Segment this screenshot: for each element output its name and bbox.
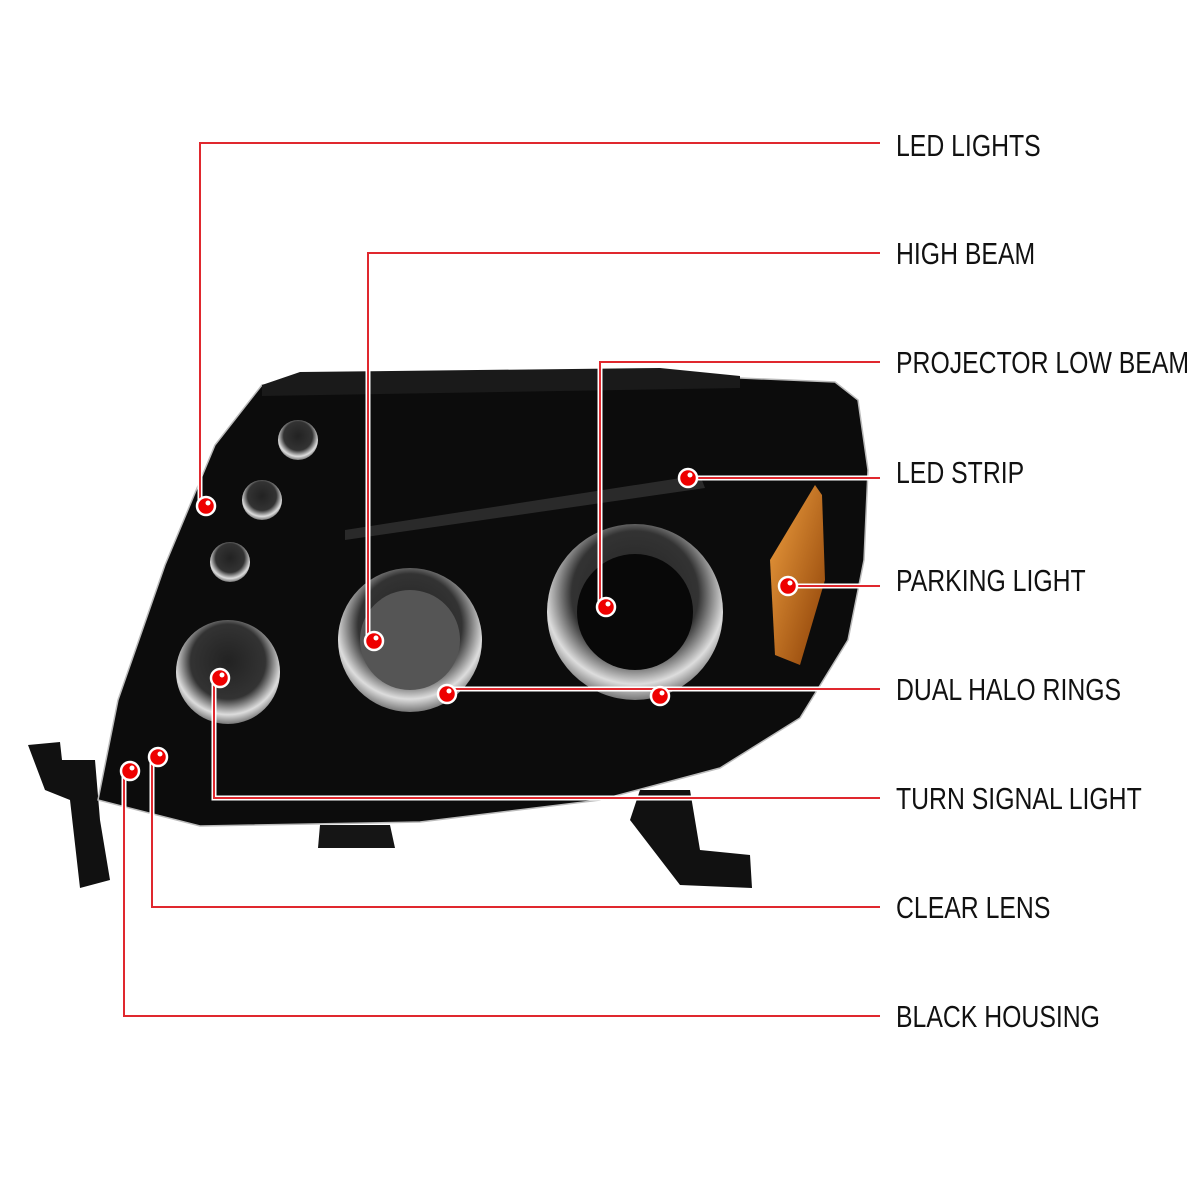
amber-parking-lens xyxy=(770,485,825,665)
callout-label-high-beam: HIGH BEAM xyxy=(896,236,1036,271)
callout-label-parking-light: PARKING LIGHT xyxy=(896,563,1086,598)
callout-label-led-lights: LED LIGHTS xyxy=(896,128,1041,163)
callout-dot-highlight xyxy=(219,672,225,678)
callout-line-outline-projector-low-beam xyxy=(597,359,880,610)
callout-dot-highlight xyxy=(446,688,452,694)
callout-dot-highlight xyxy=(787,580,793,586)
callout-dot-led-lights xyxy=(195,495,217,517)
callout-line-black-housing xyxy=(123,770,880,1017)
callout-dot-led-strip xyxy=(677,467,699,489)
callout-dot-highlight xyxy=(373,635,379,641)
high-beam-reflector xyxy=(360,590,460,690)
callout-line-outline-high-beam xyxy=(365,250,880,644)
callout-dot-projector-low-beam xyxy=(595,596,617,618)
callout-line-outline-led-lights xyxy=(197,140,880,509)
top-flange xyxy=(262,368,740,396)
callout-dot-turn-signal-light xyxy=(209,667,231,689)
projector-lens xyxy=(577,554,693,670)
callout-dot-highlight xyxy=(659,690,665,696)
callout-label-projector-low-beam: PROJECTOR LOW BEAM xyxy=(896,345,1190,380)
led-lights xyxy=(210,420,318,582)
callout-dot-dual-halo-rings xyxy=(436,683,458,705)
callout-label-turn-signal-light: TURN SIGNAL LIGHT xyxy=(896,781,1142,816)
callout-line-high-beam xyxy=(367,252,880,642)
mounting-bracket-left xyxy=(28,742,110,888)
mounting-bracket-right xyxy=(630,790,752,888)
callout-dot-highlight xyxy=(157,751,163,757)
callout-line-projector-low-beam xyxy=(599,361,880,608)
callout-line-clear-lens xyxy=(151,756,880,908)
callout-dot-high-beam xyxy=(363,630,385,652)
led-strip xyxy=(345,475,705,540)
callout-line-outline-turn-signal-light xyxy=(211,675,880,801)
callout-line-turn-signal-light xyxy=(213,677,880,799)
bottom-tab xyxy=(318,825,395,848)
callout-line-led-lights xyxy=(199,142,880,507)
callout-dot-dual-halo-rings xyxy=(649,685,671,707)
callout-label-dual-halo-rings: DUAL HALO RINGS xyxy=(896,672,1122,707)
callout-line-outline-clear-lens xyxy=(149,754,880,910)
callout-dot-highlight xyxy=(129,765,135,771)
callout-label-led-strip: LED STRIP xyxy=(896,455,1025,490)
callout-dot-highlight xyxy=(605,601,611,607)
callout-dot-black-housing xyxy=(119,760,141,782)
callout-label-clear-lens: CLEAR LENS xyxy=(896,890,1051,925)
callout-dot-highlight xyxy=(205,500,211,506)
callout-dot-clear-lens xyxy=(147,746,169,768)
callout-dot-highlight xyxy=(687,472,693,478)
callout-label-black-housing: BLACK HOUSING xyxy=(896,999,1100,1034)
callout-dot-parking-light xyxy=(777,575,799,597)
callout-line-outline-black-housing xyxy=(121,768,880,1019)
